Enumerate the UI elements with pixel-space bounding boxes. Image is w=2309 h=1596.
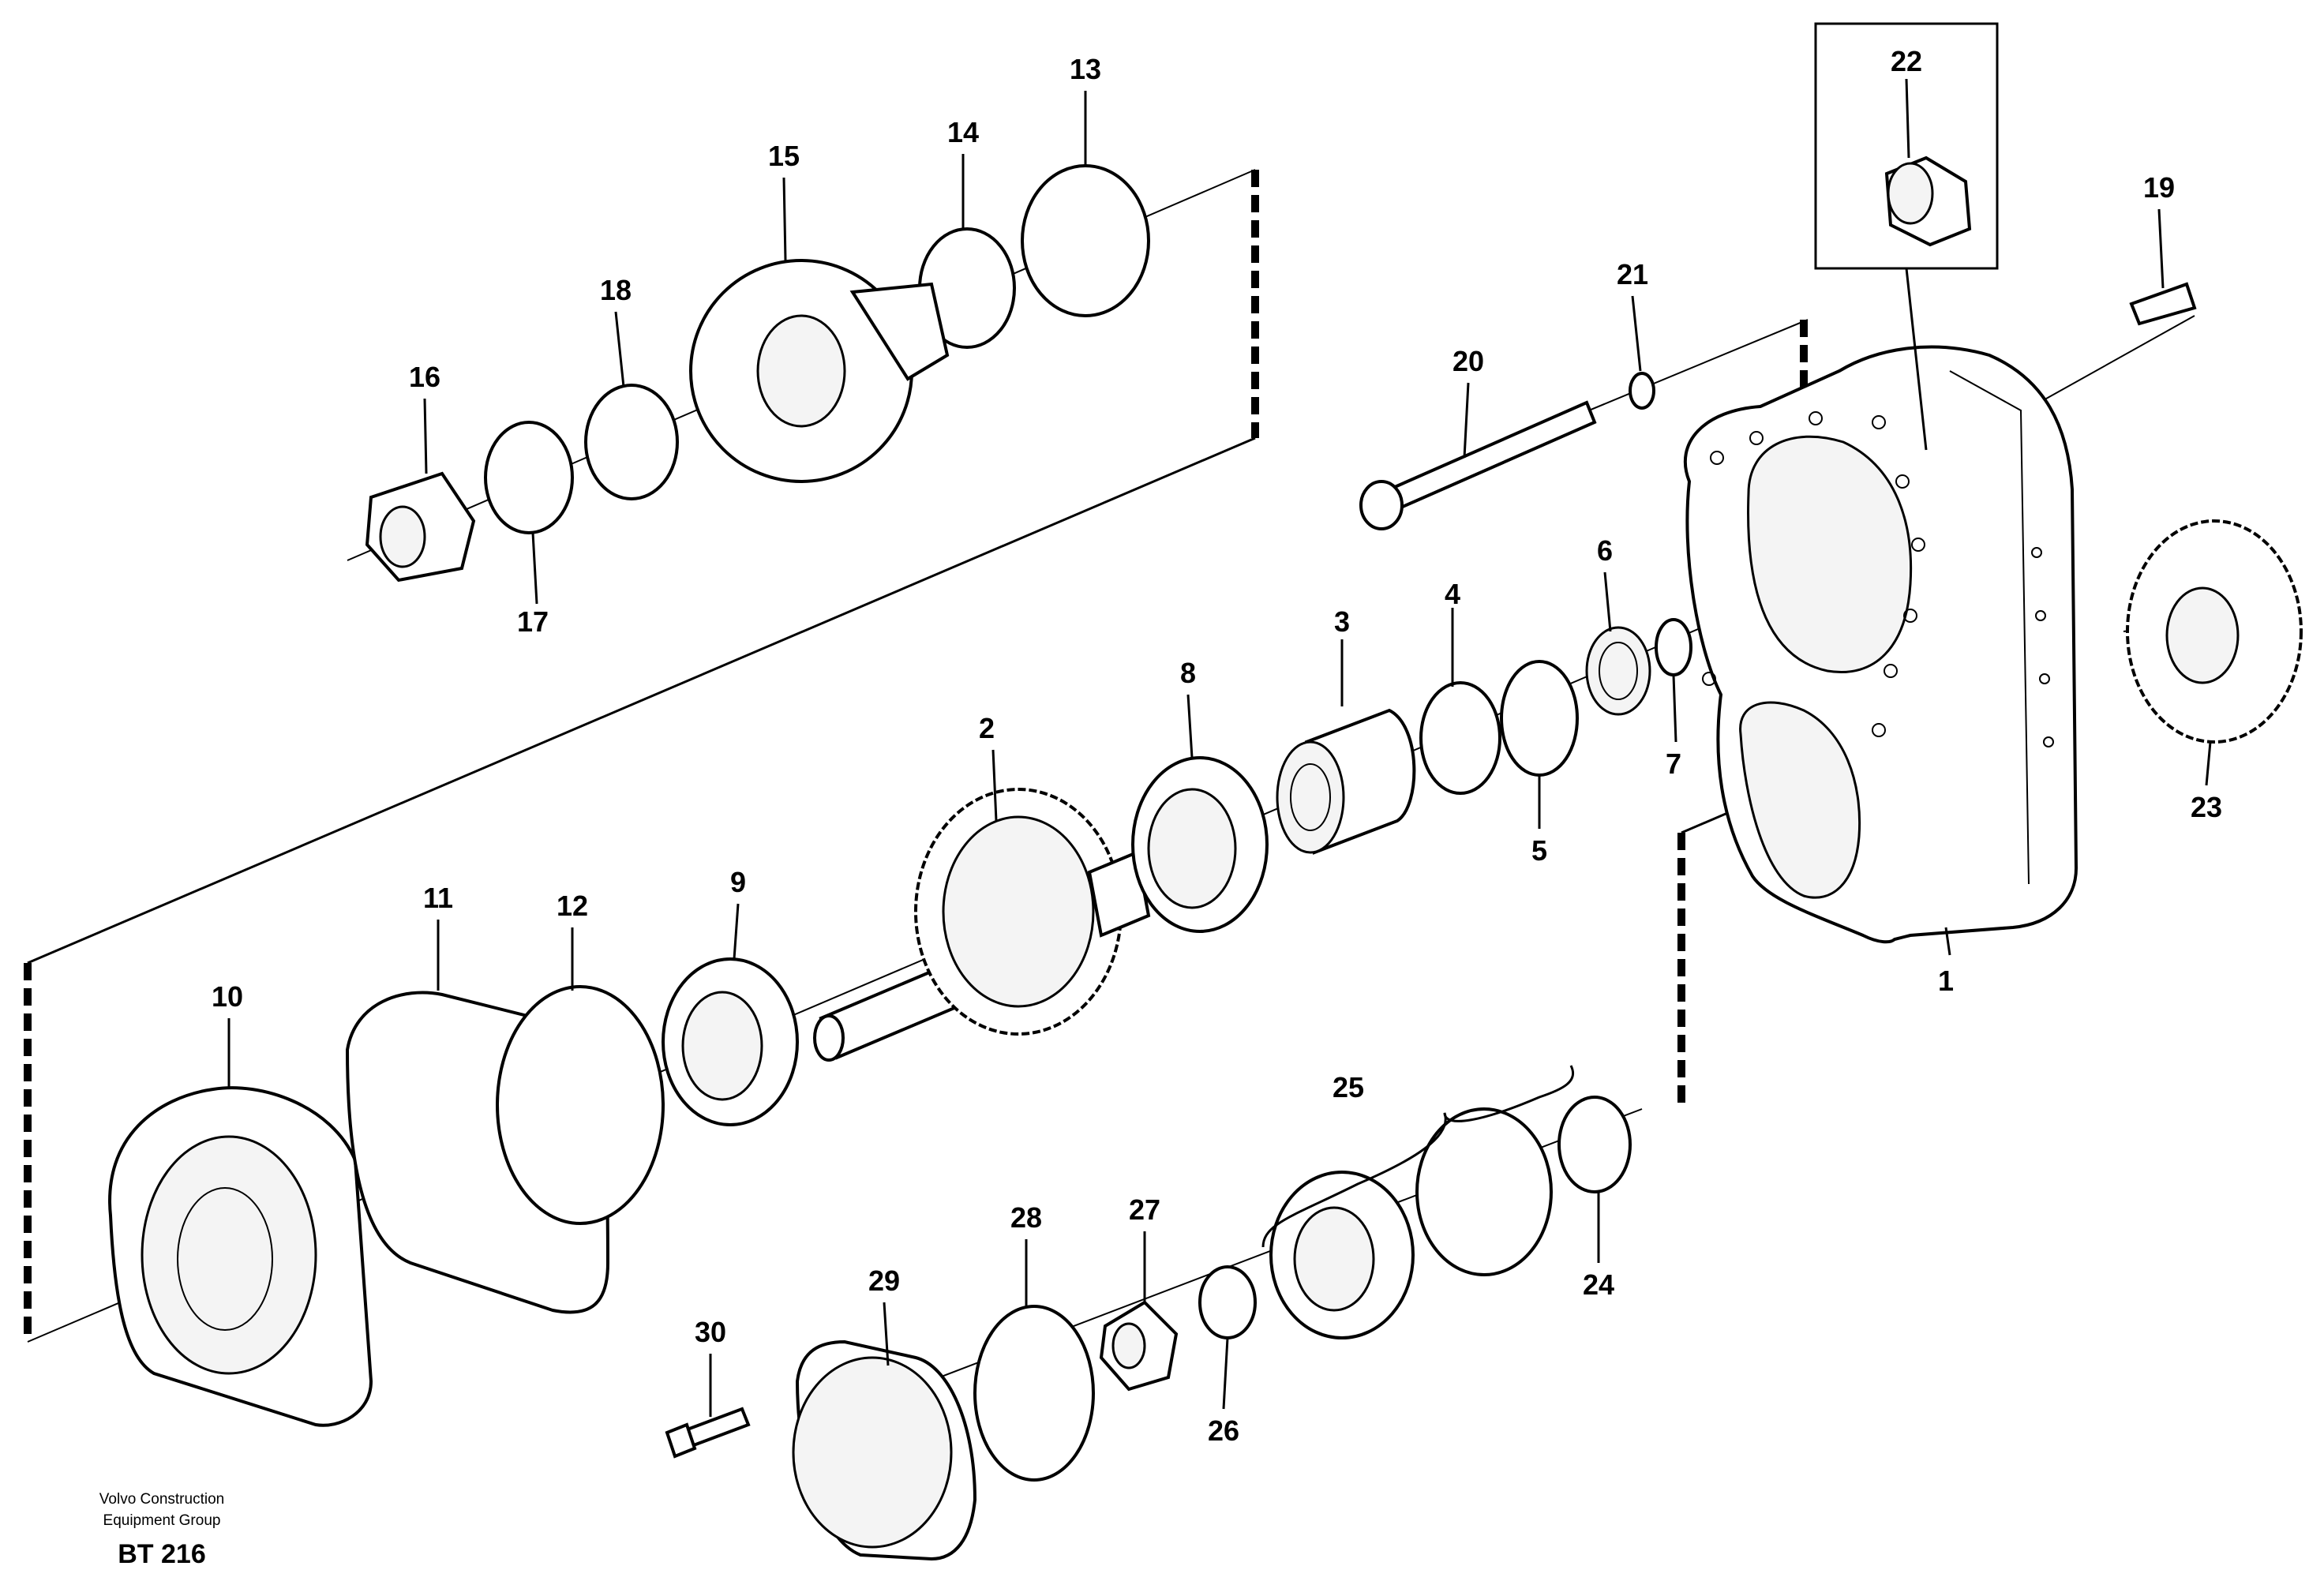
label-15: 15 — [768, 140, 800, 172]
washer-part-21 — [1629, 372, 1655, 410]
company-line-1: Volvo Construction — [99, 1491, 224, 1508]
label-9: 9 — [730, 866, 746, 898]
nut-part-27 — [1099, 1300, 1179, 1392]
label-8: 8 — [1180, 657, 1196, 689]
nut-inset-box — [1814, 22, 1999, 451]
end-cap-part-29 — [792, 1339, 977, 1561]
o-ring-part-12 — [496, 985, 665, 1225]
label-16: 16 — [409, 361, 440, 393]
part-number-labels: 1 2 3 4 5 6 7 8 9 10 11 12 13 14 15 16 1… — [212, 45, 2222, 1447]
pin-part-19 — [2129, 282, 2197, 326]
label-2: 2 — [979, 712, 995, 744]
label-1: 1 — [1938, 965, 1954, 997]
label-4: 4 — [1445, 578, 1460, 610]
circlip-part-5 — [1500, 660, 1579, 777]
label-11: 11 — [423, 882, 453, 914]
footer-block: Volvo Construction Equipment Group BT 21… — [99, 1491, 224, 1569]
bearing-part-9 — [662, 957, 799, 1126]
bolt-part-20 — [1359, 400, 1597, 530]
circlip-part-17 — [484, 421, 574, 534]
label-5: 5 — [1531, 834, 1547, 867]
needle-bearing-part-6 — [1585, 626, 1651, 716]
label-13: 13 — [1070, 53, 1101, 85]
o-ring-part-28 — [973, 1305, 1095, 1482]
gear-shaft-part-2 — [813, 788, 1151, 1062]
doc-code: BT 216 — [118, 1539, 206, 1569]
label-26: 26 — [1208, 1414, 1239, 1447]
label-14: 14 — [947, 116, 979, 148]
label-23: 23 — [2191, 791, 2222, 823]
label-19: 19 — [2143, 171, 2175, 204]
label-12: 12 — [557, 890, 588, 922]
cover-part-10 — [108, 1086, 373, 1427]
bearing-set-part-25 — [1261, 1065, 1574, 1339]
label-27: 27 — [1129, 1193, 1160, 1226]
lock-washer-part-18 — [584, 384, 679, 500]
label-24: 24 — [1583, 1268, 1614, 1301]
bearing-part-8 — [1131, 756, 1269, 933]
label-21: 21 — [1617, 258, 1648, 290]
leader-lines — [227, 78, 2212, 1417]
label-22: 22 — [1891, 45, 1922, 77]
label-25: 25 — [1333, 1071, 1364, 1103]
label-30: 30 — [695, 1316, 726, 1348]
label-7: 7 — [1666, 747, 1681, 780]
race-part-24 — [1557, 1096, 1632, 1193]
nut-part-16 — [365, 471, 476, 583]
gear-part-23 — [2126, 519, 2303, 744]
label-20: 20 — [1452, 345, 1484, 377]
seal-ring-part-13 — [1021, 164, 1150, 317]
label-29: 29 — [868, 1264, 900, 1297]
label-3: 3 — [1334, 605, 1350, 638]
snap-ring-part-7 — [1655, 618, 1692, 676]
label-17: 17 — [517, 605, 549, 638]
label-28: 28 — [1010, 1201, 1042, 1234]
label-18: 18 — [600, 274, 632, 306]
label-10: 10 — [212, 980, 243, 1013]
sleeve-part-3 — [1276, 708, 1416, 855]
flange-part-15 — [689, 259, 950, 483]
circlip-part-26 — [1198, 1265, 1257, 1339]
company-line-2: Equipment Group — [103, 1512, 221, 1529]
housing-part-1 — [1684, 345, 2078, 944]
bolt-part-30 — [665, 1407, 751, 1459]
ring-part-4 — [1419, 681, 1501, 795]
label-6: 6 — [1597, 534, 1613, 567]
